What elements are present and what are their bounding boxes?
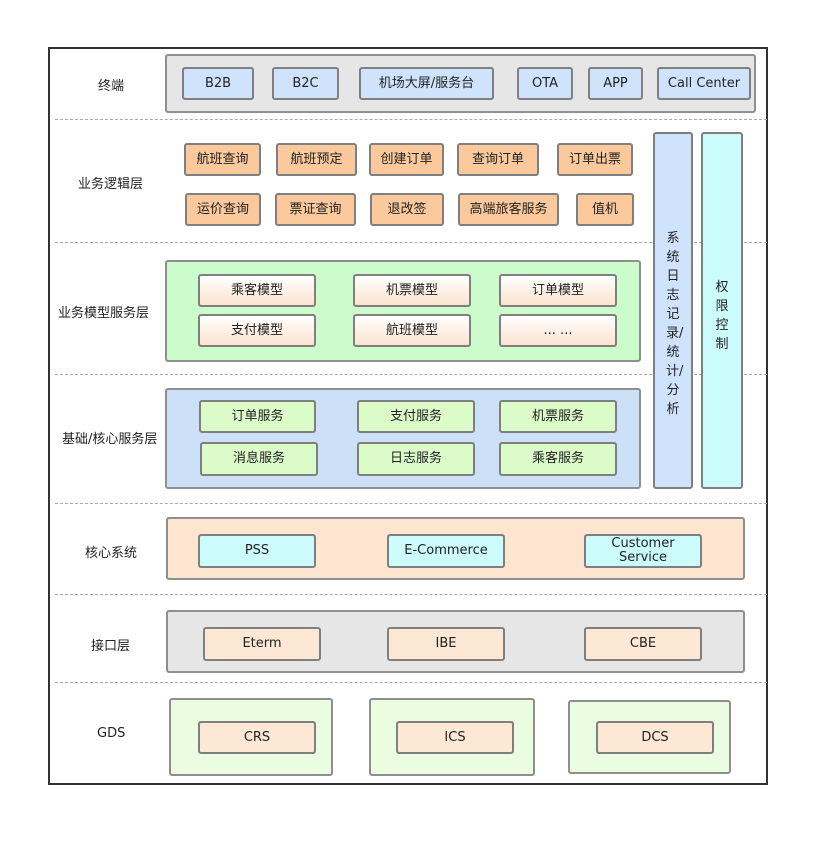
gds-item: CRS xyxy=(198,721,316,754)
layer-divider xyxy=(55,242,767,243)
logic-item: 票证查询 xyxy=(275,193,356,226)
terminal-item: OTA xyxy=(517,67,573,100)
layer-label-core-system: 核心系统 xyxy=(85,546,138,561)
logic-item: 航班查询 xyxy=(184,143,261,176)
log-analysis-label: 系统日志记录/统计/分析 xyxy=(666,231,684,417)
interface-item: IBE xyxy=(387,627,505,661)
layer-label-logic: 业务逻辑层 xyxy=(78,177,144,192)
terminal-item: B2B xyxy=(182,67,254,100)
logic-item: 订单出票 xyxy=(557,143,633,176)
terminal-item: APP xyxy=(588,67,643,100)
logic-item: 查询订单 xyxy=(457,143,539,176)
logic-item: 值机 xyxy=(576,193,634,226)
core-service-item: 日志服务 xyxy=(357,442,475,476)
terminal-item: B2C xyxy=(272,67,339,100)
interface-item: Eterm xyxy=(203,627,321,661)
model-item: 航班模型 xyxy=(353,314,471,347)
gds-item: ICS xyxy=(396,721,514,754)
model-item: 机票模型 xyxy=(353,274,471,307)
layer-divider xyxy=(55,374,767,375)
layer-divider xyxy=(55,594,767,595)
logic-item: 运价查询 xyxy=(185,193,261,226)
log-analysis-bar: 系统日志记录/统计/分析 xyxy=(653,132,693,489)
diagram-frame xyxy=(48,47,768,785)
layer-label-terminal: 终端 xyxy=(98,79,125,94)
gds-item: DCS xyxy=(596,721,714,754)
core-system-item: E-Commerce xyxy=(387,534,505,568)
model-item: ... ... xyxy=(499,314,617,347)
interface-item: CBE xyxy=(584,627,702,661)
core-service-item: 机票服务 xyxy=(499,400,617,433)
model-item: 乘客模型 xyxy=(198,274,316,307)
terminal-item: Call Center xyxy=(657,67,751,100)
logic-item: 航班预定 xyxy=(276,143,357,176)
core-service-item: 乘客服务 xyxy=(499,442,617,476)
core-system-item: Customer Service xyxy=(584,534,702,568)
layer-label-interface: 接口层 xyxy=(91,639,131,654)
access-control-label: 权限控制 xyxy=(715,280,729,352)
layer-divider xyxy=(55,682,767,683)
layer-divider xyxy=(55,503,767,504)
model-item: 支付模型 xyxy=(198,314,316,347)
core-system-item: PSS xyxy=(198,534,316,568)
model-item: 订单模型 xyxy=(499,274,617,307)
access-control-bar: 权限控制 xyxy=(701,132,743,489)
terminal-item: 机场大屏/服务台 xyxy=(359,67,494,100)
layer-label-core-service: 基础/核心服务层 xyxy=(62,432,158,447)
core-service-item: 订单服务 xyxy=(199,400,316,433)
layer-label-gds: GDS xyxy=(97,726,126,741)
layer-divider xyxy=(55,119,767,120)
logic-item: 创建订单 xyxy=(369,143,444,176)
layer-label-model: 业务模型服务层 xyxy=(58,306,150,321)
logic-item: 退改签 xyxy=(370,193,444,226)
core-service-item: 消息服务 xyxy=(200,442,318,476)
core-service-item: 支付服务 xyxy=(357,400,475,433)
logic-item: 高端旅客服务 xyxy=(458,193,559,226)
